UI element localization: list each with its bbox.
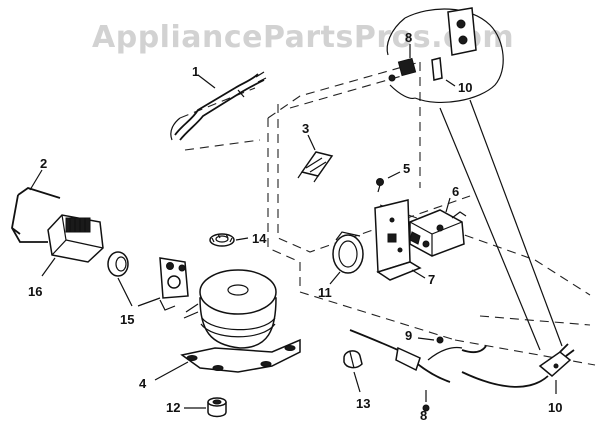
leader-10a bbox=[445, 79, 456, 87]
callout-14: 14 bbox=[252, 231, 267, 246]
callout-3: 3 bbox=[302, 121, 309, 136]
leader-11 bbox=[329, 271, 341, 285]
relay-cover-part bbox=[47, 214, 104, 263]
leader-13 bbox=[353, 371, 361, 393]
power-cord-part bbox=[461, 343, 575, 388]
leader-6 bbox=[445, 197, 451, 213]
grommet-part bbox=[209, 233, 235, 247]
callout-16: 16 bbox=[28, 284, 42, 299]
callout-11: 11 bbox=[318, 285, 332, 300]
callout-10a: 10 bbox=[458, 80, 472, 95]
callout-2: 2 bbox=[40, 156, 47, 171]
mounting-bracket-part bbox=[374, 199, 422, 281]
bracket-wire-part bbox=[11, 187, 61, 243]
callout-6: 6 bbox=[452, 184, 459, 199]
callout-8a: 8 bbox=[405, 30, 412, 45]
relay-part bbox=[107, 251, 189, 311]
leader-3 bbox=[307, 134, 316, 151]
inset-connector-line bbox=[469, 99, 563, 347]
leader-16 bbox=[41, 257, 56, 277]
inset-connector-line-2 bbox=[439, 107, 541, 351]
leader-4 bbox=[154, 361, 189, 381]
grommet-foot-part bbox=[207, 397, 227, 418]
callout-13: 13 bbox=[356, 396, 370, 411]
detail-inset bbox=[386, 7, 504, 104]
leader-1 bbox=[197, 74, 216, 89]
drier-tube-part bbox=[170, 71, 267, 141]
tube-clip-part bbox=[297, 151, 334, 183]
callout-5: 5 bbox=[403, 161, 410, 176]
callout-7: 7 bbox=[428, 272, 435, 287]
cord-clip-part bbox=[343, 350, 363, 369]
wire-harness-part bbox=[349, 329, 487, 383]
callout-12: 12 bbox=[166, 400, 180, 415]
watermark-text: AppliancePartsPros.com bbox=[92, 20, 514, 55]
callout-4: 4 bbox=[139, 376, 147, 391]
screw-part bbox=[376, 178, 384, 193]
compressor-part bbox=[180, 269, 301, 373]
leader-15 bbox=[117, 277, 161, 307]
leader-9 bbox=[417, 337, 435, 341]
screw-lower-part bbox=[422, 390, 430, 412]
leader-7 bbox=[411, 269, 426, 279]
callout-15: 15 bbox=[120, 312, 134, 327]
leader-14 bbox=[235, 237, 249, 241]
callout-8b: 8 bbox=[420, 408, 427, 423]
callout-9: 9 bbox=[405, 328, 412, 343]
callout-1: 1 bbox=[192, 64, 199, 79]
switch-ring-part bbox=[332, 231, 364, 274]
leader-2 bbox=[29, 169, 43, 191]
thermostat-part bbox=[409, 209, 467, 257]
callout-10b: 10 bbox=[548, 400, 562, 415]
leader-5 bbox=[387, 171, 401, 179]
